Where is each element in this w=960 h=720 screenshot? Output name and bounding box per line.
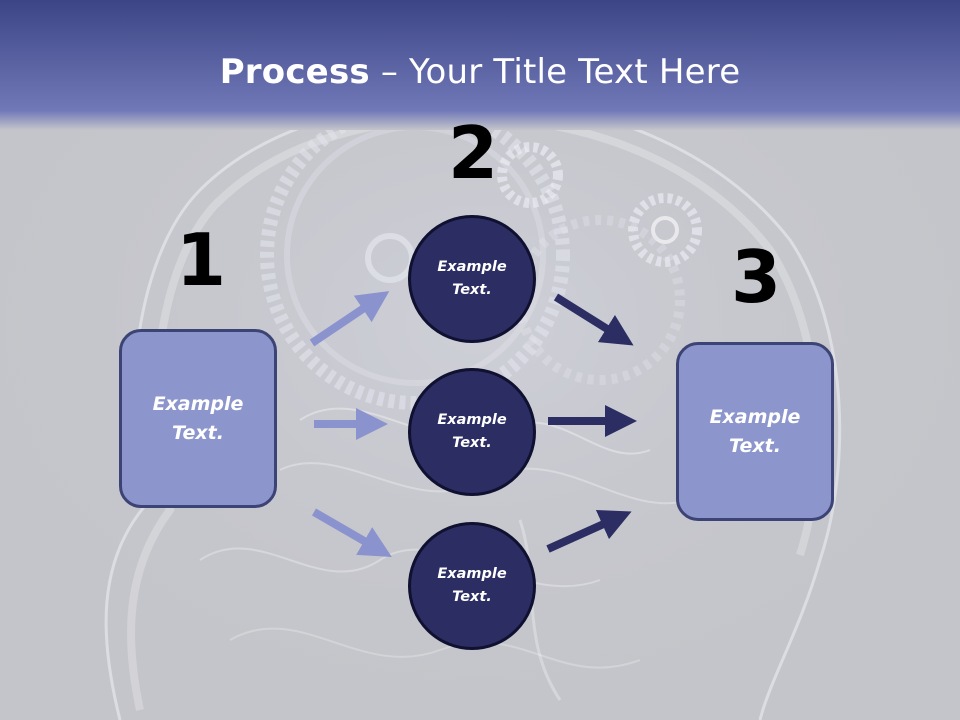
right-box-text: Example Text.: [709, 405, 801, 457]
circle-2-text: Example Text.: [437, 412, 507, 451]
circle-3: Example Text.: [408, 522, 536, 650]
arrow-left-to-circle-1: [309, 291, 390, 347]
right-box: Example Text.: [676, 342, 834, 521]
title-bold: Process: [219, 52, 370, 92]
circle-3-text: Example Text.: [437, 566, 507, 605]
title-rest: – Your Title Text Here: [369, 52, 741, 92]
left-box: Example Text.: [119, 329, 277, 508]
circle-2: Example Text.: [408, 368, 536, 496]
left-box-text: Example Text.: [152, 392, 244, 444]
step-number-2: 2: [448, 111, 499, 195]
circle-1-text: Example Text.: [437, 259, 507, 298]
step-number-1: 1: [176, 218, 227, 302]
arrow-circle-1-to-right: [553, 293, 634, 346]
arrow-circle-3-to-right: [546, 509, 632, 553]
arrow-left-to-circle-3: [311, 508, 392, 558]
step-number-3: 3: [731, 235, 782, 319]
circle-1: Example Text.: [408, 215, 536, 343]
slide-title: Process – Your Title Text Here: [0, 52, 960, 92]
